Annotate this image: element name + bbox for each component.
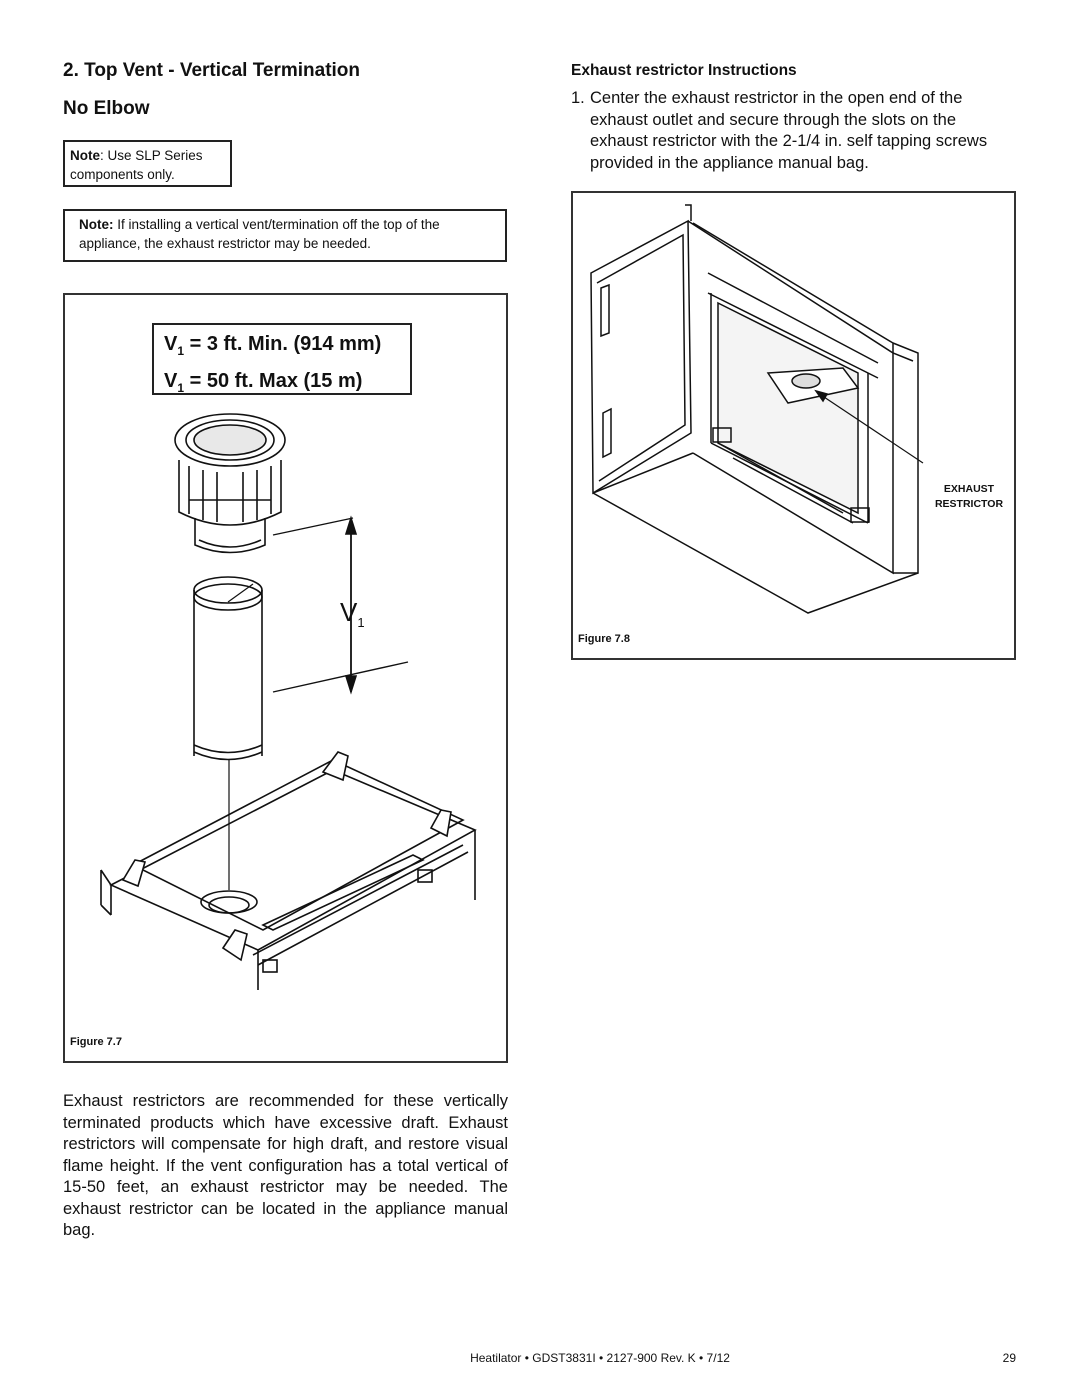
callout-line-1: EXHAUST (943, 483, 995, 495)
figure-7-7-caption: Figure 7.7 (70, 1036, 122, 1048)
footer-text: Heatilator • GDST3831I • 2127-900 Rev. K… (470, 1351, 730, 1365)
step-number: 1. (571, 89, 585, 107)
instructions-title: Exhaust restrictor Instructions (571, 62, 797, 79)
figure-7-8-frame (571, 191, 1016, 660)
slp-note-label: Note (70, 148, 100, 163)
vent-height-dimension-label: V1 (340, 597, 365, 631)
vent-length-spec-box: V1 = 3 ft. Min. (914 mm) V1 = 50 ft. Max… (152, 323, 412, 395)
slp-note: Note: Use SLP Series components only. (63, 140, 232, 187)
restrictor-explanation-paragraph: Exhaust restrictors are recommended for … (63, 1092, 508, 1239)
section-heading: 2. Top Vent - Vertical Termination (63, 60, 361, 81)
vent-max-spec: V1 = 50 ft. Max (15 m) (164, 370, 363, 395)
step-text: Center the exhaust restrictor in the ope… (590, 89, 988, 172)
figure-7-8-caption: Figure 7.8 (578, 633, 630, 645)
top-vent-illustration (100, 413, 477, 990)
vent-min-spec: V1 = 3 ft. Min. (914 mm) (164, 333, 382, 358)
figure-7-7-frame (63, 293, 508, 1063)
restrictor-note-label: Note: (79, 217, 114, 232)
section-subheading: No Elbow (63, 98, 150, 119)
callout-line-2: RESTRICTOR (934, 498, 1004, 510)
restrictor-note-text: If installing a vertical vent/terminatio… (79, 217, 440, 251)
slp-note-text: : Use SLP Series components only. (70, 148, 203, 182)
restrictor-note: Note: If installing a vertical vent/term… (63, 209, 507, 262)
firebox-illustration (590, 204, 924, 614)
page-number: 29 (1002, 1351, 1016, 1365)
exhaust-restrictor-callout: EXHAUST RESTRICTOR (929, 482, 1009, 512)
